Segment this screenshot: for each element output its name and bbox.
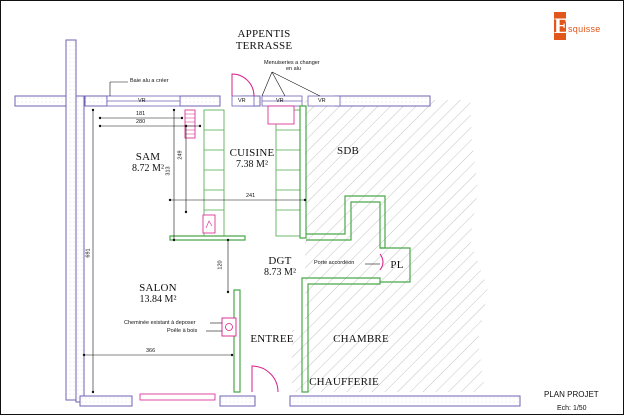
logo-letter: E [554,12,569,40]
room-chaufferie: CHAUFFERIE [306,376,382,389]
stove-symbol [221,317,237,337]
room-area: 8.72 M² [132,162,164,174]
plan-title: PLAN PROJET [544,390,599,399]
leader-lines [109,71,380,332]
kitchen-appliance [202,214,216,234]
dimension-label: 249 [177,150,184,160]
hatched-zone [292,100,488,392]
dimension-lines [84,110,305,392]
room-name: CHAMBRE [333,333,389,345]
window-label: VR [276,98,284,104]
room-name: DGT [268,255,292,267]
window-label: VR [138,98,146,104]
room-name: CUISINE [229,147,275,159]
doors [231,73,384,393]
dimension-label: 280 [136,119,146,125]
window-label: VR [238,98,246,104]
dimension-label: 181 [136,111,146,117]
room-area: 13.84 M² [139,293,177,305]
room-area: 8.73 M² [264,266,296,278]
esquisse-logo: E squisse [552,12,608,42]
annotation-menuiseries: Menuiseries a changer [264,60,320,66]
room-name: APPENTIS [237,28,291,40]
room-cuisine: CUISINE 7.38 M² [224,147,280,170]
room-sdb: SDB [328,145,368,158]
room-salon: SALON 13.84 M² [128,282,188,305]
room-sam: SAM 8.72 M² [118,151,178,174]
dimension-label: 313 [165,166,172,176]
dimension-label: 241 [246,193,256,199]
annotation-menuiseries-2: en alu [286,66,301,72]
room-name: TERRASSE [235,39,293,52]
room-appentis: APPENTIS TERRASSE [234,28,294,52]
room-name: ENTREE [250,333,294,345]
room-name: SDB [337,145,359,157]
kitchen-counters [203,109,301,237]
room-chambre: CHAMBRE [330,333,392,346]
plan-scale: Ech: 1/50 [557,405,587,412]
room-name: SALON [139,282,177,294]
annotation-poele: Poêle à bois [167,328,198,334]
room-pl: PL [386,259,408,272]
exterior-walls [14,39,521,407]
dimension-label: 120 [217,260,224,270]
window-label: VR [318,98,326,104]
room-name: SAM [135,151,161,163]
room-entree: ENTREE [244,333,300,346]
room-name: CHAUFFERIE [309,376,379,388]
logo-text: squisse [568,24,601,34]
annotation-cheminee: Cheminée existant à deposer [124,320,196,326]
room-area: 7.38 M² [236,158,268,170]
dimension-label: 691 [85,248,92,258]
dimension-label: 366 [146,348,156,354]
room-name: PL [390,259,404,271]
annotation-baie: Baie alu a créer [130,78,169,84]
annotation-porte-accordeon: Porte accordéon [314,260,355,266]
radiators [139,105,295,401]
room-dgt: DGT 8.73 M² [252,255,308,278]
windows [106,95,341,107]
